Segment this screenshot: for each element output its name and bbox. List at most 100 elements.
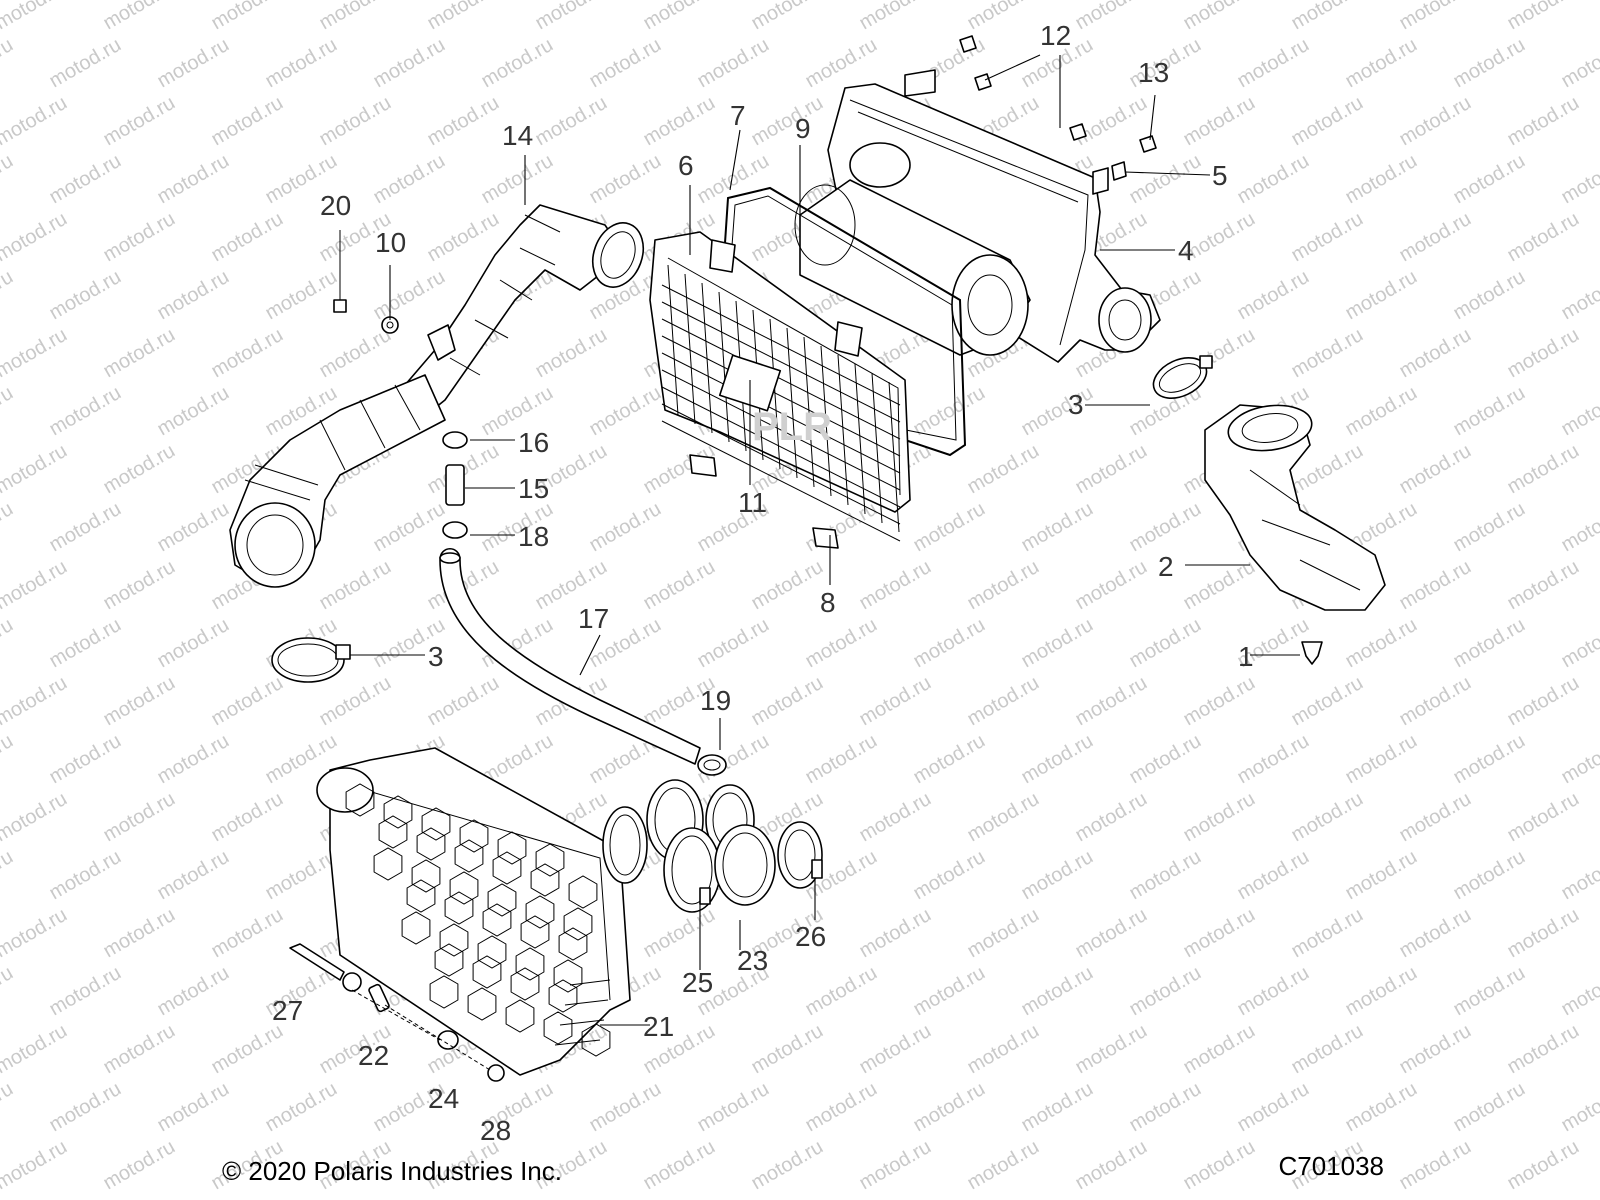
watermark: motod.ru bbox=[316, 0, 395, 34]
callout-3-lower: 3 bbox=[428, 641, 444, 672]
cover-rib bbox=[661, 284, 901, 406]
watermark: motod.ru bbox=[1342, 266, 1421, 325]
callout-7: 7 bbox=[730, 100, 746, 131]
watermark: motod.ru bbox=[1072, 92, 1151, 151]
callout-24: 24 bbox=[428, 1083, 459, 1114]
watermark: motod.ru bbox=[1180, 904, 1259, 963]
watermark: motod.ru bbox=[208, 92, 287, 151]
watermark: motod.ru bbox=[0, 1136, 71, 1195]
watermark: motod.ru bbox=[1342, 382, 1421, 441]
watermark: motod.ru bbox=[748, 92, 827, 151]
watermark: motod.ru bbox=[586, 34, 665, 93]
watermark: motod.ru bbox=[46, 1078, 125, 1137]
watermark: motod.ru bbox=[0, 962, 17, 1021]
watermark: motod.ru bbox=[0, 498, 17, 557]
cover-rib bbox=[661, 420, 901, 542]
watermark: motod.ru bbox=[1396, 0, 1475, 34]
watermark: motod.ru bbox=[802, 1078, 881, 1137]
watermark: motod.ru bbox=[46, 614, 125, 673]
watermark: motod.ru bbox=[1234, 730, 1313, 789]
watermark: motod.ru bbox=[0, 672, 71, 731]
watermark: motod.ru bbox=[262, 846, 341, 905]
callout-10: 10 bbox=[375, 227, 406, 258]
watermark: motod.ru bbox=[154, 846, 233, 905]
watermark: motod.ru bbox=[262, 1194, 341, 1200]
hex-cell bbox=[505, 999, 535, 1033]
watermark: motod.ru bbox=[46, 498, 125, 557]
watermark: motod.ru bbox=[964, 0, 1043, 34]
watermark: motod.ru bbox=[46, 266, 125, 325]
watermark: motod.ru bbox=[1234, 962, 1313, 1021]
watermark: motod.ru bbox=[1396, 208, 1475, 267]
watermark: motod.ru bbox=[1504, 1020, 1583, 1079]
part-19-clamp bbox=[697, 754, 727, 776]
watermark: motod.ru bbox=[748, 1136, 827, 1195]
watermark: motod.ru bbox=[640, 556, 719, 615]
watermark: motod.ru bbox=[46, 382, 125, 441]
hex-cell bbox=[434, 943, 464, 977]
watermark: motod.ru bbox=[532, 0, 611, 34]
watermark: motod.ru bbox=[424, 92, 503, 151]
watermark: motod.ru bbox=[910, 614, 989, 673]
cover-rib bbox=[786, 327, 798, 479]
watermark: motod.ru bbox=[424, 0, 503, 34]
part-6-airbox-cover bbox=[649, 231, 911, 542]
small-hardware bbox=[289, 35, 1323, 1082]
watermark: motod.ru bbox=[0, 1194, 17, 1200]
cover-rib bbox=[701, 282, 713, 434]
watermark: motod.ru bbox=[1558, 730, 1600, 789]
watermark: motod.ru bbox=[1180, 0, 1259, 34]
hex-cell bbox=[558, 927, 588, 961]
watermark: motod.ru bbox=[154, 730, 233, 789]
watermark: motod.ru bbox=[1450, 1078, 1529, 1137]
watermark: motod.ru bbox=[100, 440, 179, 499]
callout-2: 2 bbox=[1158, 551, 1174, 582]
watermark: motod.ru bbox=[856, 672, 935, 731]
callout-3-upper: 3 bbox=[1068, 389, 1084, 420]
watermark: motod.ru bbox=[640, 0, 719, 34]
callout-17: 17 bbox=[578, 603, 609, 634]
watermark: motod.ru bbox=[1558, 498, 1600, 557]
watermark: motod.ru bbox=[1342, 614, 1421, 673]
watermark: motod.ru bbox=[1342, 846, 1421, 905]
watermark: motod.ru bbox=[1396, 1136, 1475, 1195]
watermark: motod.ru bbox=[208, 672, 287, 731]
leader-lines bbox=[350, 54, 1300, 1026]
watermark: motod.ru bbox=[478, 150, 557, 209]
watermark: motod.ru bbox=[1180, 788, 1259, 847]
watermark: motod.ru bbox=[1558, 846, 1600, 905]
cover-rib bbox=[661, 386, 901, 508]
watermark: motod.ru bbox=[46, 730, 125, 789]
callout-13: 13 bbox=[1138, 57, 1169, 88]
watermark: motod.ru bbox=[1288, 0, 1367, 34]
watermark: motod.ru bbox=[154, 1078, 233, 1137]
watermark: motod.ru bbox=[0, 556, 71, 615]
watermark: motod.ru bbox=[586, 1194, 665, 1200]
watermark: motod.ru bbox=[370, 498, 449, 557]
callout-23: 23 bbox=[737, 945, 768, 976]
cover-rib bbox=[888, 381, 900, 533]
watermark: motod.ru bbox=[1396, 788, 1475, 847]
watermark: motod.ru bbox=[532, 324, 611, 383]
watermark: motod.ru bbox=[856, 1020, 935, 1079]
center-mark: PLR bbox=[752, 405, 832, 449]
watermark: motod.ru bbox=[100, 0, 179, 34]
watermark: motod.ru bbox=[46, 150, 125, 209]
callout-18: 18 bbox=[518, 521, 549, 552]
watermark: motod.ru bbox=[154, 34, 233, 93]
watermark: motod.ru bbox=[1396, 440, 1475, 499]
hex-cell bbox=[530, 863, 560, 897]
watermark: motod.ru bbox=[1018, 614, 1097, 673]
cover-rib bbox=[661, 301, 901, 423]
watermark: motod.ru bbox=[1072, 1020, 1151, 1079]
part-2-intake-elbow bbox=[1204, 404, 1386, 611]
watermark: motod.ru bbox=[1450, 962, 1529, 1021]
watermark: motod.ru bbox=[1180, 1020, 1259, 1079]
watermark: motod.ru bbox=[856, 1136, 935, 1195]
watermark: motod.ru bbox=[640, 92, 719, 151]
callout-4: 4 bbox=[1178, 235, 1194, 266]
callout-5: 5 bbox=[1212, 160, 1228, 191]
watermark: motod.ru bbox=[1018, 1078, 1097, 1137]
watermark: motod.ru bbox=[1288, 92, 1367, 151]
hex-cell bbox=[525, 895, 555, 929]
